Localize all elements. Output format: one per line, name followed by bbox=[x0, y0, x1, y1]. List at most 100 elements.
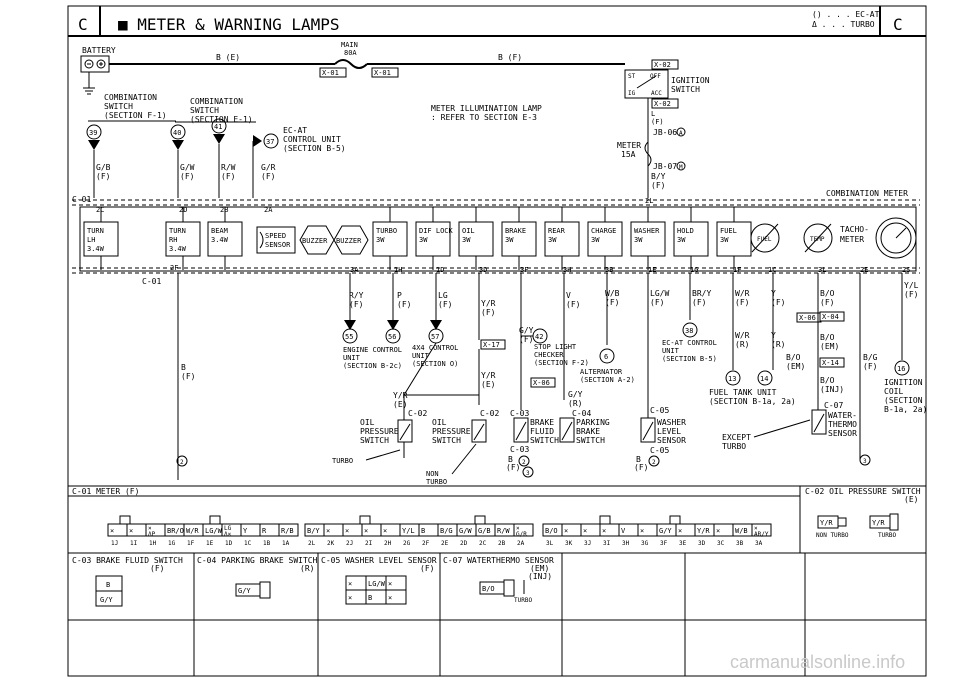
svg-text:LH: LH bbox=[87, 236, 95, 244]
svg-text:LG/W: LG/W bbox=[650, 289, 669, 298]
svg-text:BUZZER: BUZZER bbox=[302, 237, 328, 245]
svg-text:15A: 15A bbox=[621, 150, 636, 159]
terminal-13: 13 bbox=[725, 370, 741, 386]
svg-text:B/Y: B/Y bbox=[307, 527, 320, 535]
svg-text:LEVEL: LEVEL bbox=[657, 427, 681, 436]
svg-text:×: × bbox=[583, 527, 587, 535]
conn-c01-bottom: C-01 bbox=[142, 277, 161, 286]
svg-text:1B: 1B bbox=[263, 540, 271, 547]
main-fuse-label: MAIN bbox=[341, 41, 358, 49]
svg-text:Y/R: Y/R bbox=[820, 519, 833, 527]
svg-text:BRAKE: BRAKE bbox=[505, 227, 526, 235]
svg-text:M: M bbox=[679, 164, 683, 171]
svg-text:(R): (R) bbox=[300, 564, 314, 573]
svg-text:TURBO: TURBO bbox=[722, 442, 746, 451]
svg-text:X-06: X-06 bbox=[799, 314, 816, 322]
svg-text:55: 55 bbox=[345, 333, 353, 341]
c01-connector-title: C-01 METER (F) bbox=[72, 487, 139, 496]
svg-text:OIL: OIL bbox=[432, 418, 447, 427]
svg-text:×: × bbox=[348, 594, 352, 602]
svg-text:ST: ST bbox=[628, 73, 636, 80]
svg-text:V: V bbox=[566, 291, 571, 300]
svg-text:G/R: G/R bbox=[261, 163, 276, 172]
svg-text:2: 2 bbox=[652, 459, 656, 466]
svg-text:G/W: G/W bbox=[459, 527, 472, 535]
svg-text:W/B: W/B bbox=[605, 289, 620, 298]
conn-c01-top: C-01 bbox=[72, 195, 91, 204]
svg-text:3L: 3L bbox=[818, 266, 826, 274]
svg-text:PARKING: PARKING bbox=[576, 418, 610, 427]
conn-x02-b: X-02 bbox=[654, 100, 671, 108]
svg-text:UNIT: UNIT bbox=[412, 352, 430, 360]
svg-text:(F): (F) bbox=[605, 298, 619, 307]
svg-text:1E: 1E bbox=[648, 266, 656, 274]
terminal-56: 56 bbox=[385, 328, 401, 344]
svg-text:(F): (F) bbox=[692, 298, 706, 307]
svg-text:2B: 2B bbox=[220, 206, 228, 214]
terminal-41: 41 bbox=[211, 118, 227, 144]
ground-2-c bbox=[648, 455, 660, 467]
terminal-38: 38 bbox=[682, 322, 698, 338]
svg-text:REAR: REAR bbox=[548, 227, 566, 235]
svg-text:(R): (R) bbox=[735, 340, 749, 349]
svg-text:ΔP: ΔP bbox=[148, 531, 156, 538]
svg-text:3W: 3W bbox=[548, 236, 557, 244]
svg-text:(SECTION B-5): (SECTION B-5) bbox=[662, 355, 717, 363]
svg-text:LG/W: LG/W bbox=[205, 527, 223, 535]
svg-text:×: × bbox=[678, 527, 682, 535]
terminal-55: 55 bbox=[342, 328, 358, 344]
svg-text:3W: 3W bbox=[505, 236, 514, 244]
legend-ecat: () . . . EC-AT bbox=[812, 10, 880, 19]
svg-text:(EM): (EM) bbox=[786, 362, 805, 371]
svg-text:3: 3 bbox=[526, 470, 530, 477]
legend-turbo: Δ . . . TURBO bbox=[812, 20, 875, 29]
svg-text:42: 42 bbox=[535, 333, 543, 341]
svg-text:NON TURBO: NON TURBO bbox=[816, 532, 849, 539]
svg-text:3F: 3F bbox=[660, 540, 668, 547]
svg-text:(F): (F) bbox=[96, 172, 110, 181]
svg-text:(SECTION B-1a, 2a): (SECTION B-1a, 2a) bbox=[709, 397, 796, 406]
svg-text:×: × bbox=[388, 594, 392, 602]
stop-light-checker: STOP LIGHT bbox=[534, 343, 577, 351]
svg-text:1H: 1H bbox=[394, 266, 402, 274]
svg-text:BR/Y: BR/Y bbox=[692, 289, 711, 298]
svg-text:2I: 2I bbox=[365, 540, 373, 547]
svg-text:3W: 3W bbox=[677, 236, 686, 244]
ground-2-b bbox=[518, 455, 530, 467]
svg-text:G/W: G/W bbox=[180, 163, 195, 172]
svg-text:3A: 3A bbox=[755, 540, 763, 547]
svg-text:B: B bbox=[181, 363, 186, 372]
svg-text:3J: 3J bbox=[584, 540, 591, 547]
svg-text:3W: 3W bbox=[591, 236, 600, 244]
svg-text:1D: 1D bbox=[225, 540, 233, 547]
svg-text:(F): (F) bbox=[261, 172, 275, 181]
svg-text:(INJ): (INJ) bbox=[820, 385, 844, 394]
svg-text:Δ×: Δ× bbox=[224, 531, 232, 538]
svg-text:(SECTION B-2c): (SECTION B-2c) bbox=[343, 362, 402, 370]
svg-text:G/Y: G/Y bbox=[519, 326, 534, 335]
svg-text:W/R: W/R bbox=[186, 527, 199, 535]
svg-text:IG: IG bbox=[628, 90, 636, 97]
main-fuse-symbol bbox=[334, 59, 368, 69]
svg-text:2A: 2A bbox=[517, 540, 525, 547]
meter-fuse-label: METER bbox=[617, 141, 641, 150]
svg-text:3K: 3K bbox=[565, 540, 573, 547]
svg-text:B/O: B/O bbox=[820, 289, 835, 298]
svg-text:COIL: COIL bbox=[884, 387, 903, 396]
svg-text:2E: 2E bbox=[860, 266, 868, 274]
svg-text:(F): (F) bbox=[181, 372, 195, 381]
svg-text:L: L bbox=[651, 110, 655, 118]
svg-text:2C: 2C bbox=[479, 540, 487, 547]
svg-text:1G: 1G bbox=[168, 540, 176, 547]
svg-text:×: × bbox=[640, 527, 644, 535]
svg-text:B/O: B/O bbox=[786, 353, 801, 362]
svg-text:BRAKE: BRAKE bbox=[530, 418, 554, 427]
svg-text:Y/L: Y/L bbox=[904, 281, 919, 290]
svg-text:1H: 1H bbox=[149, 540, 157, 547]
svg-text:C-03: C-03 bbox=[510, 409, 529, 418]
